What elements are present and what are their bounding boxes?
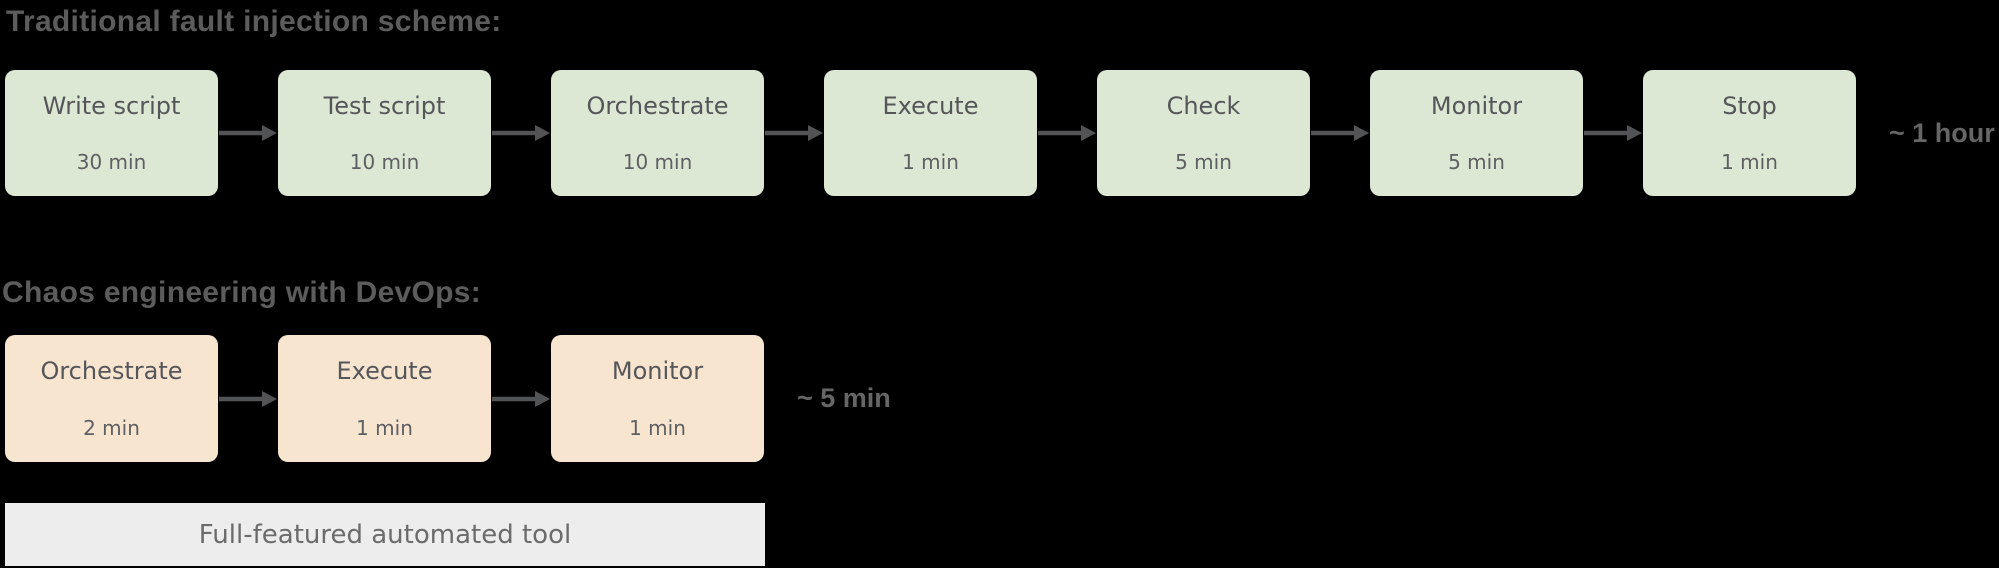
step-time: 1 min (902, 150, 959, 175)
flow-step-box: Test script 10 min (278, 70, 491, 196)
flow-step-box: Execute 1 min (278, 335, 491, 462)
step-time: 1 min (356, 415, 413, 440)
arrow-right-icon (219, 390, 277, 407)
flow-step-box: Stop 1 min (1643, 70, 1856, 196)
automated-tool-banner-label: Full-featured automated tool (198, 519, 572, 550)
flow-row-chaos-devops: Orchestrate 2 min Execute 1 min Monitor 1 min… (5, 335, 891, 462)
arrow-right-icon (1038, 125, 1096, 141)
step-label: Execute (882, 91, 979, 120)
flow-step-box: Write script 30 min (5, 70, 218, 196)
flow-step-box: Check 5 min (1097, 70, 1310, 196)
step-label: Orchestrate (40, 357, 183, 386)
step-label: Stop (1722, 91, 1777, 120)
total-time-label-chaos: ~ 5 min (797, 383, 891, 413)
step-time: 5 min (1448, 150, 1505, 175)
step-time: 1 min (1721, 150, 1778, 175)
step-label: Write script (42, 91, 181, 120)
total-time-label-traditional: ~ 1 hour (1889, 117, 1995, 148)
section-title-traditional: Traditional fault injection scheme: (6, 5, 502, 38)
arrow-right-icon (492, 390, 550, 407)
step-time: 30 min (76, 150, 147, 175)
step-time: 1 min (629, 415, 686, 440)
arrow-right-icon (765, 125, 823, 141)
step-time: 10 min (622, 150, 693, 175)
flow-step-box: Monitor 5 min (1370, 70, 1583, 196)
arrow-right-icon (1311, 125, 1369, 141)
flow-step-box: Monitor 1 min (551, 335, 764, 462)
step-label: Test script (323, 91, 446, 120)
automated-tool-banner: Full-featured automated tool (5, 503, 765, 566)
section-title-chaos-devops: Chaos engineering with DevOps: (2, 276, 482, 309)
step-label: Execute (336, 357, 433, 386)
arrow-right-icon (1584, 125, 1642, 141)
step-label: Monitor (611, 357, 704, 386)
step-label: Orchestrate (586, 91, 729, 120)
arrow-right-icon (492, 125, 550, 141)
flow-step-box: Orchestrate 2 min (5, 335, 218, 462)
step-time: 5 min (1175, 150, 1232, 175)
flow-step-box: Execute 1 min (824, 70, 1037, 196)
step-label: Check (1166, 91, 1241, 120)
step-time: 10 min (349, 150, 420, 175)
arrow-right-icon (219, 125, 277, 141)
flow-step-box: Orchestrate 10 min (551, 70, 764, 196)
step-time: 2 min (83, 415, 140, 440)
step-label: Monitor (1430, 91, 1523, 120)
